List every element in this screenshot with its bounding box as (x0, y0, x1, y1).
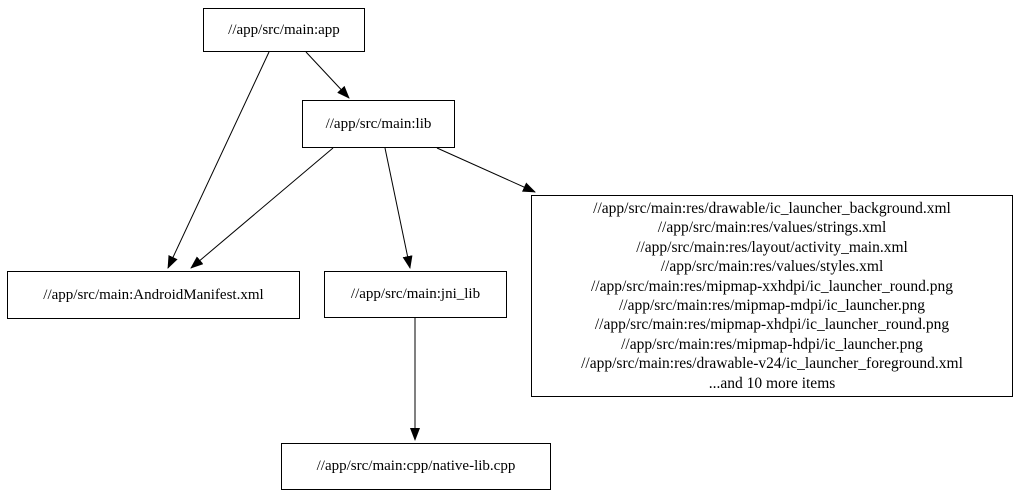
edge-app-to-lib (305, 51, 350, 99)
node-lib-target: //app/src/main:lib (302, 100, 455, 148)
edge-lib-to-manifest (190, 147, 334, 269)
resource-line: //app/src/main:res/mipmap-mdpi/ic_launch… (618, 297, 926, 314)
edge-lib-to-jni-lib (384, 147, 413, 269)
edge-app-to-manifest (167, 51, 270, 269)
node-android-manifest: //app/src/main:AndroidManifest.xml (7, 271, 300, 319)
node-jni-lib-label: //app/src/main:jni_lib (350, 286, 481, 302)
node-lib-label: //app/src/main:lib (325, 115, 432, 132)
resource-line: //app/src/main:res/drawable-v24/ic_launc… (581, 355, 963, 373)
node-native-lib-cpp-label: //app/src/main:cpp/native-lib.cpp (316, 458, 516, 474)
resource-line: //app/src/main:res/drawable/ic_launcher_… (593, 199, 951, 217)
node-jni-lib: //app/src/main:jni_lib (324, 271, 507, 318)
edge-lib-to-resources (436, 147, 536, 193)
resource-line: //app/src/main:res/mipmap-hdpi/ic_launch… (621, 335, 923, 353)
resource-line: //app/src/main:res/values/strings.xml (657, 219, 887, 237)
node-resources-file-group: //app/src/main:res/drawable/ic_launcher_… (531, 195, 1013, 397)
resource-line: //app/src/main:res/mipmap-xhdpi/ic_launc… (594, 316, 950, 334)
node-app-target: //app/src/main:app (203, 8, 365, 52)
resource-more-items-line: ...and 10 more items (708, 374, 836, 392)
resource-line: //app/src/main:res/mipmap-xxhdpi/ic_laun… (590, 277, 953, 295)
node-app-label: //app/src/main:app (228, 21, 340, 38)
node-android-manifest-label: //app/src/main:AndroidManifest.xml (43, 286, 264, 303)
node-native-lib-cpp: //app/src/main:cpp/native-lib.cpp (281, 443, 551, 490)
resource-line: //app/src/main:res/layout/activity_main.… (636, 238, 908, 256)
resource-line: //app/src/main:res/values/styles.xml (660, 258, 884, 276)
